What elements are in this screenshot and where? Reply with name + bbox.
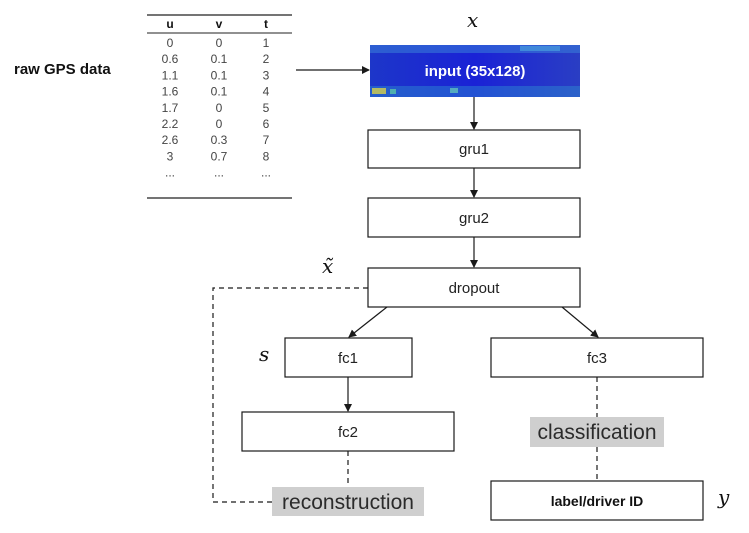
raw-gps-data-label: raw GPS data xyxy=(14,61,111,78)
table-cell: 0 xyxy=(216,117,223,131)
dashed-dropout-to-reconstruction xyxy=(212,287,368,503)
table-cell: ... xyxy=(165,166,175,180)
classification-tag: classification xyxy=(530,417,664,447)
table-cell: 2.2 xyxy=(162,117,179,131)
table-cell: 5 xyxy=(263,101,270,115)
fc1-label: fc1 xyxy=(338,350,358,367)
table-cell: 0.6 xyxy=(162,52,179,66)
table-cell: 2 xyxy=(263,52,270,66)
input-heatmap-texture xyxy=(370,86,580,97)
output-node: label/driver ID xyxy=(490,480,704,521)
table-cell: 0.7 xyxy=(211,149,228,163)
symbol-x: x xyxy=(467,8,478,32)
table-cell: 3 xyxy=(263,68,270,82)
table-cell: 2.6 xyxy=(162,133,179,147)
fc3-label: fc3 xyxy=(587,350,607,367)
classification-label: classification xyxy=(537,421,656,444)
table-cell: 0 xyxy=(167,36,174,50)
table-header-v: v xyxy=(216,17,223,31)
input-heatmap-texture xyxy=(450,88,458,93)
fc1-node: fc1 xyxy=(284,337,413,378)
output-label: label/driver ID xyxy=(551,493,644,509)
table-cell: 0.1 xyxy=(211,85,228,99)
table-cell: 1.1 xyxy=(162,68,179,82)
table-cell: 3 xyxy=(167,149,174,163)
gru2-node: gru2 xyxy=(367,197,581,238)
table-body: 0 0 1 0.6 0.1 2 1.1 0.1 3 1.6 0.1 4 1.7 0 5 2.2 0 6 2.6 0.3… xyxy=(162,36,271,180)
table-cell: 1.6 xyxy=(162,85,179,99)
table-cell: 7 xyxy=(263,133,270,147)
table-cell: 0 xyxy=(216,36,223,50)
table-cell: 0.1 xyxy=(211,52,228,66)
dropout-node: dropout xyxy=(367,267,581,308)
gps-data-table: u v t 0 0 1 0.6 0.1 2 1.1 0.1 3 1.6 0.1 4 1.7 0 5 2.2 0 6… xyxy=(147,14,292,199)
gru1-label: gru1 xyxy=(459,141,489,158)
table-cell: 1.7 xyxy=(162,101,179,115)
table-cell: ... xyxy=(214,166,224,180)
input-heatmap-texture xyxy=(370,45,580,53)
symbol-y: y xyxy=(717,485,730,509)
fc2-label: fc2 xyxy=(338,424,358,441)
fc3-box xyxy=(490,337,704,378)
input-heatmap-texture xyxy=(520,46,560,51)
input-node: input (35x128) xyxy=(370,45,580,97)
symbol-x-tilde: x̃ xyxy=(322,254,334,278)
classification-highlight xyxy=(530,417,664,447)
table-cell: 0.1 xyxy=(211,68,228,82)
reconstruction-highlight xyxy=(272,487,424,516)
gru1-node: gru1 xyxy=(367,129,581,169)
gru2-box xyxy=(367,197,581,238)
fc3-node: fc3 xyxy=(490,337,704,378)
table-cell: 8 xyxy=(263,149,270,163)
gru1-box xyxy=(367,129,581,169)
table-cell: 0 xyxy=(216,101,223,115)
reconstruction-label: reconstruction xyxy=(282,491,414,514)
input-heatmap-texture xyxy=(372,88,386,94)
output-box xyxy=(490,480,704,521)
table-cell: 6 xyxy=(263,117,270,131)
input-heatmap xyxy=(370,45,580,97)
input-label: input (35x128) xyxy=(425,63,526,80)
table-cell: 4 xyxy=(263,85,270,99)
gru2-label: gru2 xyxy=(459,210,489,227)
dropout-label: dropout xyxy=(449,280,501,297)
reconstruction-tag: reconstruction xyxy=(272,487,424,516)
input-heatmap-texture xyxy=(390,89,396,94)
symbol-s: s xyxy=(259,342,269,366)
arrow-dropout-to-fc1 xyxy=(348,306,388,338)
table-cell: 0.3 xyxy=(211,133,228,147)
table-header-t: t xyxy=(264,17,268,31)
table-cell: ... xyxy=(261,166,271,180)
dropout-box xyxy=(367,267,581,308)
arrow-dropout-to-fc3 xyxy=(561,306,599,338)
table-cell: 1 xyxy=(263,36,270,50)
fc2-node: fc2 xyxy=(241,411,455,452)
table-header-u: u xyxy=(166,17,173,31)
